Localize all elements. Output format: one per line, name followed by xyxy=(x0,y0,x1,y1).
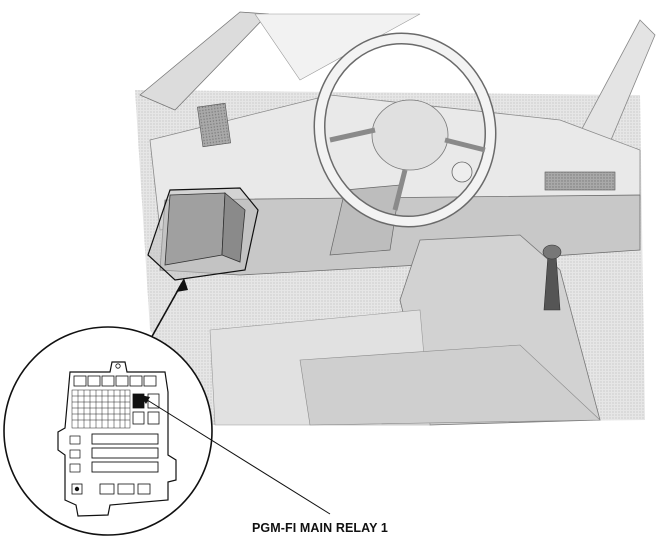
magnified-fuse-box-view xyxy=(3,326,213,536)
pointer-arrow xyxy=(149,278,188,341)
fuse-box-location-outline xyxy=(147,187,259,281)
callout-label-pgm-fi-main-relay-1: PGM-FI MAIN RELAY 1 xyxy=(252,521,388,535)
fuse-box-detail xyxy=(57,361,177,517)
car-interior-illustration xyxy=(135,11,656,426)
callout-leader-line xyxy=(140,395,331,515)
